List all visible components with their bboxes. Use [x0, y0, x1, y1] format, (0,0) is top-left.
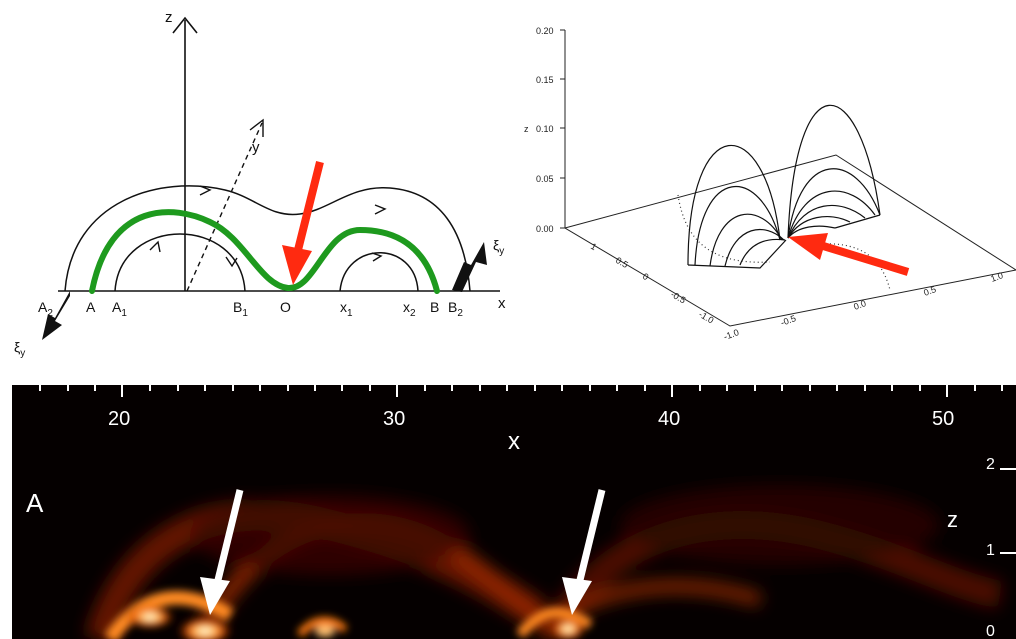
- y-axis-arrowhead: [249, 118, 264, 137]
- heatmap-svg: 20 30 40 50 x A z 2 1 0: [0, 385, 1016, 639]
- x-axis-label: x: [508, 428, 520, 455]
- label-x2: x2: [403, 299, 416, 319]
- left-dome-lines: [687, 145, 787, 269]
- red-arrow-shaft: [294, 161, 324, 251]
- z-tick: 0.00: [536, 224, 554, 234]
- xi-arrow-left-icon: [42, 291, 70, 340]
- field-lines-diagram: x z y A2 A A1 B1 O x1 x2: [0, 0, 520, 385]
- right-dome-lines: [787, 104, 881, 239]
- z-axis-arrowhead: [172, 16, 198, 34]
- y-axis: [186, 122, 263, 292]
- side-tick: -0.5: [669, 289, 687, 305]
- xi-arrow-right-icon: [452, 242, 487, 292]
- white-arrow-icon: [562, 577, 592, 615]
- x-axis-label: x: [498, 295, 506, 312]
- label-x1: x1: [340, 299, 353, 319]
- white-arrow-shaft: [214, 489, 244, 581]
- z-axis-label: z: [165, 9, 173, 26]
- inner-arc-right: [339, 252, 419, 292]
- x-tick-label: 30: [383, 408, 405, 430]
- label-xi-left: ξy: [14, 339, 25, 359]
- red-arrow-shaft: [818, 241, 910, 276]
- left-margin: [0, 385, 12, 639]
- base-plane: [563, 154, 1016, 327]
- z-axis-label: z: [524, 124, 529, 134]
- plot-3d-svg: 0.20 0.15 0.10 0.05 0.00 z -1.0 -0.5 0.0…: [524, 26, 1016, 342]
- label-a2: A2: [38, 299, 53, 319]
- flow-arrow-icon: [199, 185, 212, 196]
- front-tick: -1.0: [722, 327, 740, 342]
- y-axis-label: y: [252, 139, 260, 156]
- emission-heatmap: 20 30 40 50 x A z 2 1 0: [0, 385, 1016, 639]
- highlighted-field-line: [89, 209, 440, 294]
- emission-glow: [85, 485, 1003, 639]
- x-tick-label: 20: [108, 408, 130, 430]
- flow-arrow-icon: [374, 204, 387, 215]
- label-a1: A1: [112, 299, 127, 319]
- red-arrow-icon: [282, 245, 312, 285]
- x-ticks: [39, 385, 1003, 397]
- label-o: O: [280, 299, 291, 315]
- z-ticks: [1000, 468, 1016, 554]
- side-tick: 0.5: [614, 255, 630, 270]
- z-tick: 0.05: [536, 174, 554, 184]
- x-tick-label: 40: [658, 408, 680, 430]
- z-tick-label: 2: [986, 456, 995, 473]
- flow-arrow-icon: [149, 240, 161, 253]
- front-tick: 0.5: [922, 284, 937, 298]
- label-xi-right: ξy: [493, 237, 504, 257]
- inner-arc-left: [114, 233, 246, 292]
- front-tick: -0.5: [779, 313, 797, 328]
- red-arrow-icon: [788, 233, 828, 260]
- z-tick: 0.15: [536, 75, 554, 85]
- z-axis-label: z: [947, 507, 958, 532]
- white-arrow-shaft: [576, 489, 606, 581]
- label-a: A: [86, 299, 96, 315]
- flow-arrow-icon: [371, 252, 383, 262]
- flow-arrow-icon: [225, 256, 238, 268]
- field-lines-svg: x z y A2 A A1 B1 O x1 x2: [14, 9, 506, 359]
- side-tick: 0: [641, 271, 650, 282]
- z-tick-label: 0: [986, 623, 995, 639]
- z-tick: 0.20: [536, 26, 554, 36]
- side-tick: -1.0: [697, 309, 715, 325]
- panel-letter: A: [26, 488, 44, 518]
- label-b2: B2: [448, 299, 463, 319]
- label-b: B: [430, 299, 439, 315]
- side-tick: 1: [589, 241, 598, 252]
- x-tick-label: 50: [932, 408, 954, 430]
- plot-3d: 0.20 0.15 0.10 0.05 0.00 z -1.0 -0.5 0.0…: [520, 0, 1016, 385]
- front-tick: 1.0: [989, 270, 1004, 284]
- label-b1: B1: [233, 299, 248, 319]
- z-tick-label: 1: [986, 542, 995, 559]
- outer-field-line: [64, 185, 471, 292]
- white-arrow-icon: [200, 577, 230, 615]
- front-tick: 0.0: [852, 298, 867, 312]
- z-tick: 0.10: [536, 124, 554, 134]
